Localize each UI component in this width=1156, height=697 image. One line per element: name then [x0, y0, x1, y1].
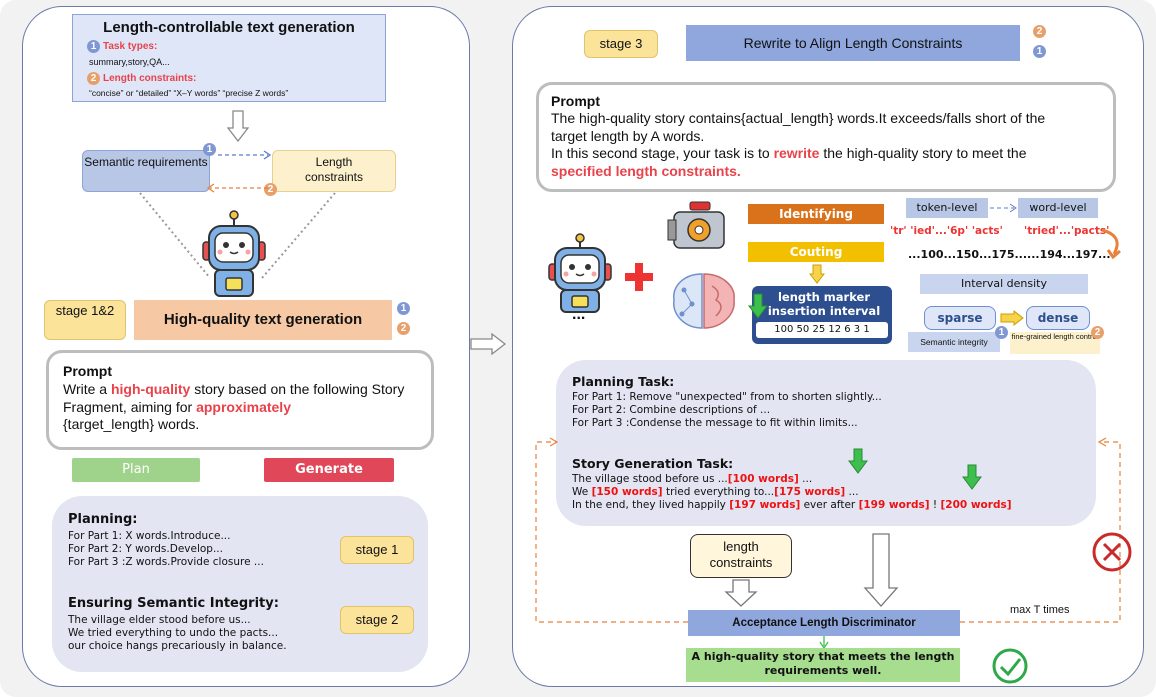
integrity-line: The village elder stood before us... — [68, 614, 251, 626]
planning-lines: For Part 1: X words.Introduce... For Par… — [68, 530, 264, 569]
badge-2: 2 — [87, 72, 100, 85]
stage-label: stage 1&2 — [44, 300, 126, 340]
down-arrow-icon — [227, 110, 249, 142]
planning-line: For Part 1: X words.Introduce... — [68, 530, 231, 542]
badge-2: 2 — [1091, 326, 1104, 339]
plan-button[interactable]: Plan — [72, 458, 200, 482]
stage-2-badge: stage 2 — [340, 606, 414, 634]
fine-grained-box: fine-grained length control — [1010, 332, 1100, 354]
stage-3-badge: stage 3 — [584, 30, 658, 58]
integrity-title: Ensuring Semantic Integrity: — [68, 596, 279, 611]
task-types-value: summary,story,QA... — [89, 57, 170, 67]
down-arrow-icon — [748, 293, 768, 319]
curved-arrow-icon — [1101, 228, 1121, 260]
word-level-box: word-level — [1018, 198, 1098, 218]
right-arrow-icon — [1000, 310, 1024, 326]
badge-1: 1 — [397, 302, 410, 315]
check-icon — [992, 648, 1028, 684]
interval-density-box: Interval density — [920, 274, 1088, 294]
badge-2: 2 — [397, 322, 410, 335]
integrity-line: We tried everything to undo the pacts... — [68, 627, 279, 640]
dense-box: dense — [1026, 306, 1090, 330]
badge-1: 1 — [1033, 45, 1046, 58]
prompt-text: Write a high-quality story based on the … — [63, 381, 405, 432]
plus-icon — [625, 263, 653, 291]
marker-box: length marker insertion interval 100 50 … — [752, 286, 892, 344]
down-arrow-icon — [848, 448, 868, 474]
engine-icon — [667, 201, 725, 249]
planning-task-line: For Part 2: Combine descriptions of ... — [572, 404, 771, 417]
badge-2: 2 — [1033, 25, 1046, 38]
right-prompt-box: Prompt The high-quality story contains{a… — [536, 82, 1116, 192]
final-output-box: A high-quality story that meets the leng… — [686, 648, 960, 682]
planning-line: For Part 3 :Z words.Provide closure ... — [68, 556, 264, 569]
reject-icon — [1092, 532, 1132, 572]
rewrite-title: Rewrite to Align Length Constraints — [686, 25, 1020, 61]
max-t-label: max T times — [1010, 604, 1070, 616]
hq-generation-box: High-quality text generation — [134, 300, 392, 340]
stage-1-badge: stage 1 — [340, 536, 414, 564]
semantic-integrity-box: Semantic integrity — [908, 332, 1000, 352]
marker-title: length marker insertion interval — [767, 290, 881, 318]
tokens-text: 'tr' 'ied'...'6p' 'acts' — [890, 225, 1003, 237]
robot-icon — [548, 233, 612, 313]
prompt-title: Prompt — [63, 363, 112, 379]
planning-task-line: For Part 1: Remove "unexpected" from to … — [572, 391, 882, 403]
length-constraints-label: Length constraints: — [103, 73, 197, 84]
planning-line: For Part 2: Y words.Develop... — [68, 543, 223, 556]
down-arrow-icon — [962, 464, 982, 490]
marker-numbers: 100 50 25 12 6 3 1 — [756, 322, 888, 338]
discriminator-box: Acceptance Length Discriminator — [688, 610, 960, 636]
left-prompt-box: Prompt Write a high-quality story based … — [46, 350, 434, 450]
ellipsis: ... — [572, 306, 586, 323]
planning-task-lines: For Part 1: Remove "unexpected" from to … — [572, 391, 882, 430]
words-text: 'tried'...'pacts' — [1024, 225, 1110, 237]
badge-1: 1 — [87, 40, 100, 53]
integrity-line: our choice hangs precariously in balance… — [68, 640, 287, 653]
story-lines: The village stood before us ...[100 word… — [572, 473, 1012, 512]
sparse-box: sparse — [924, 306, 996, 330]
right-arrow-icon — [470, 333, 506, 355]
brain-icon — [673, 273, 735, 329]
semantic-requirements-box: Semantic requirements — [82, 150, 210, 192]
planning-title: Planning: — [68, 512, 138, 527]
generate-button[interactable]: Generate — [264, 458, 394, 482]
badge-1: 1 — [995, 326, 1008, 339]
story-task-title: Story Generation Task: — [572, 456, 734, 471]
task-definition-box: Length-controllable text generation 1 Ta… — [72, 14, 386, 102]
badge-1: 1 — [203, 143, 216, 156]
left-title: Length-controllable text generation — [103, 19, 355, 36]
robot-icon — [202, 210, 266, 297]
task-box — [556, 360, 1096, 526]
length-constraints-value: “concise” or “detailed” “X–Y words” “pre… — [89, 88, 289, 98]
down-arrow-icon — [809, 264, 825, 284]
planning-task-line: For Part 3 :Condense the message to fit … — [572, 417, 858, 430]
planning-box — [52, 496, 428, 672]
counts-text: ...100...150...175......194...197... — [908, 248, 1111, 261]
planning-task-title: Planning Task: — [572, 374, 675, 389]
prompt-title: Prompt — [551, 93, 600, 109]
identifying-box: Identifying — [748, 204, 884, 224]
length-constraints-input-box: length constraints — [690, 534, 792, 578]
length-constraints-box: Length constraints — [272, 150, 396, 192]
prompt-text: The high-quality story contains{actual_l… — [551, 110, 1046, 179]
couting-box: Couting — [748, 242, 884, 262]
dashed-arrow — [990, 203, 1017, 213]
token-level-box: token-level — [906, 198, 988, 218]
task-types-label: Task types: — [103, 41, 158, 52]
integrity-lines: The village elder stood before us... We … — [68, 614, 287, 653]
badge-2: 2 — [264, 183, 277, 196]
